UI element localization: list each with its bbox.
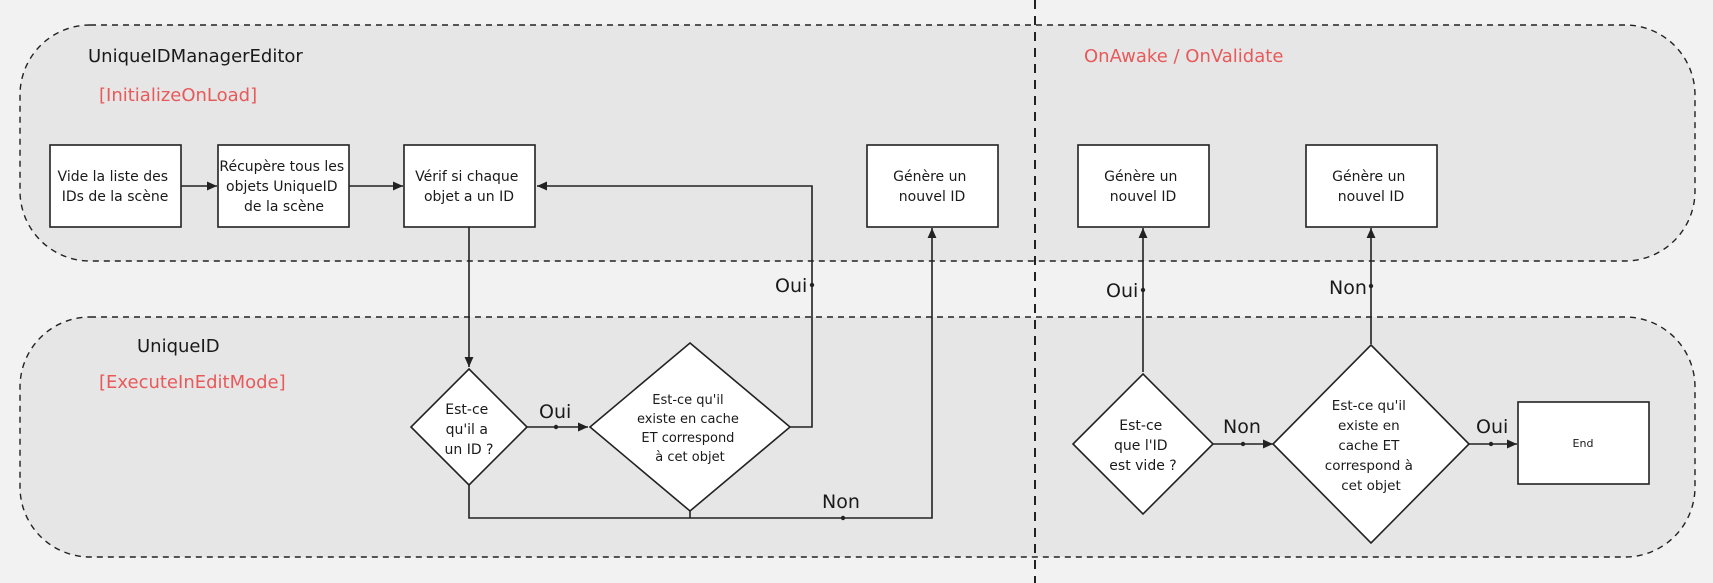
region-uniqueid-title: UniqueID [137, 336, 220, 357]
node-end-label: End [1573, 437, 1594, 450]
region-uniqueid [19, 316, 1696, 558]
node-in-cache-1-label: Est-ce qu'il existe en cache ET correspo… [637, 393, 743, 465]
connector-dots [553, 282, 1494, 521]
node-in-cache-2-diamond [1271, 343, 1471, 545]
connectors [181, 181, 1517, 519]
node-check-each-box [403, 144, 536, 228]
node-has-id-label: Est-ce qu'il a un ID ? [445, 402, 494, 458]
node-gen-id-2-label: Génère un nouvel ID [1104, 169, 1182, 205]
node-is-empty-label: Est-ce que l'ID est vide ? [1109, 418, 1176, 474]
node-end-box [1517, 401, 1650, 485]
node-gen-id-2-box [1077, 144, 1210, 228]
node-get-objects-box [217, 144, 350, 228]
edge-label-empty-yes: Oui [1106, 280, 1138, 302]
region-editor-title: UniqueIDManagerEditor [88, 46, 303, 67]
node-in-cache-2-label: Est-ce qu'il existe en cache ET correspo… [1325, 398, 1417, 494]
node-gen-id-3-box [1305, 144, 1438, 228]
edge-cache1-yes [537, 181, 813, 428]
edge-label-hasid-yes: Oui [539, 401, 571, 423]
node-gen-id-1-box [866, 144, 999, 228]
region-awake-title: OnAwake / OnValidate [1084, 46, 1283, 67]
node-check-each-label: Vérif si chaque objet a un ID [415, 169, 523, 205]
edge-label-cache1-yes: Oui [775, 275, 807, 297]
node-gen-id-3-label: Génère un nouvel ID [1332, 169, 1410, 205]
edge-label-cache1-no: Non [822, 491, 860, 513]
node-clear-list-box [49, 144, 182, 228]
region-editor-attribute: [InitializeOnLoad] [99, 85, 257, 106]
node-get-objects-label: Récupère tous les objets UniqueID de la … [219, 159, 348, 215]
edge-hasid-no [468, 228, 937, 519]
node-has-id-diamond [409, 367, 529, 487]
edge-label-cache2-no: Non [1329, 277, 1367, 299]
node-is-empty-diamond [1071, 372, 1215, 516]
node-in-cache-1-diamond [588, 341, 792, 513]
node-clear-list-label: Vide la liste des IDs de la scène [58, 169, 173, 205]
region-uniqueid-attribute: [ExecuteInEditMode] [99, 372, 286, 393]
node-gen-id-1-label: Génère un nouvel ID [893, 169, 971, 205]
edge-label-empty-no: Non [1223, 416, 1261, 438]
edge-label-cache2-yes: Oui [1476, 416, 1508, 438]
